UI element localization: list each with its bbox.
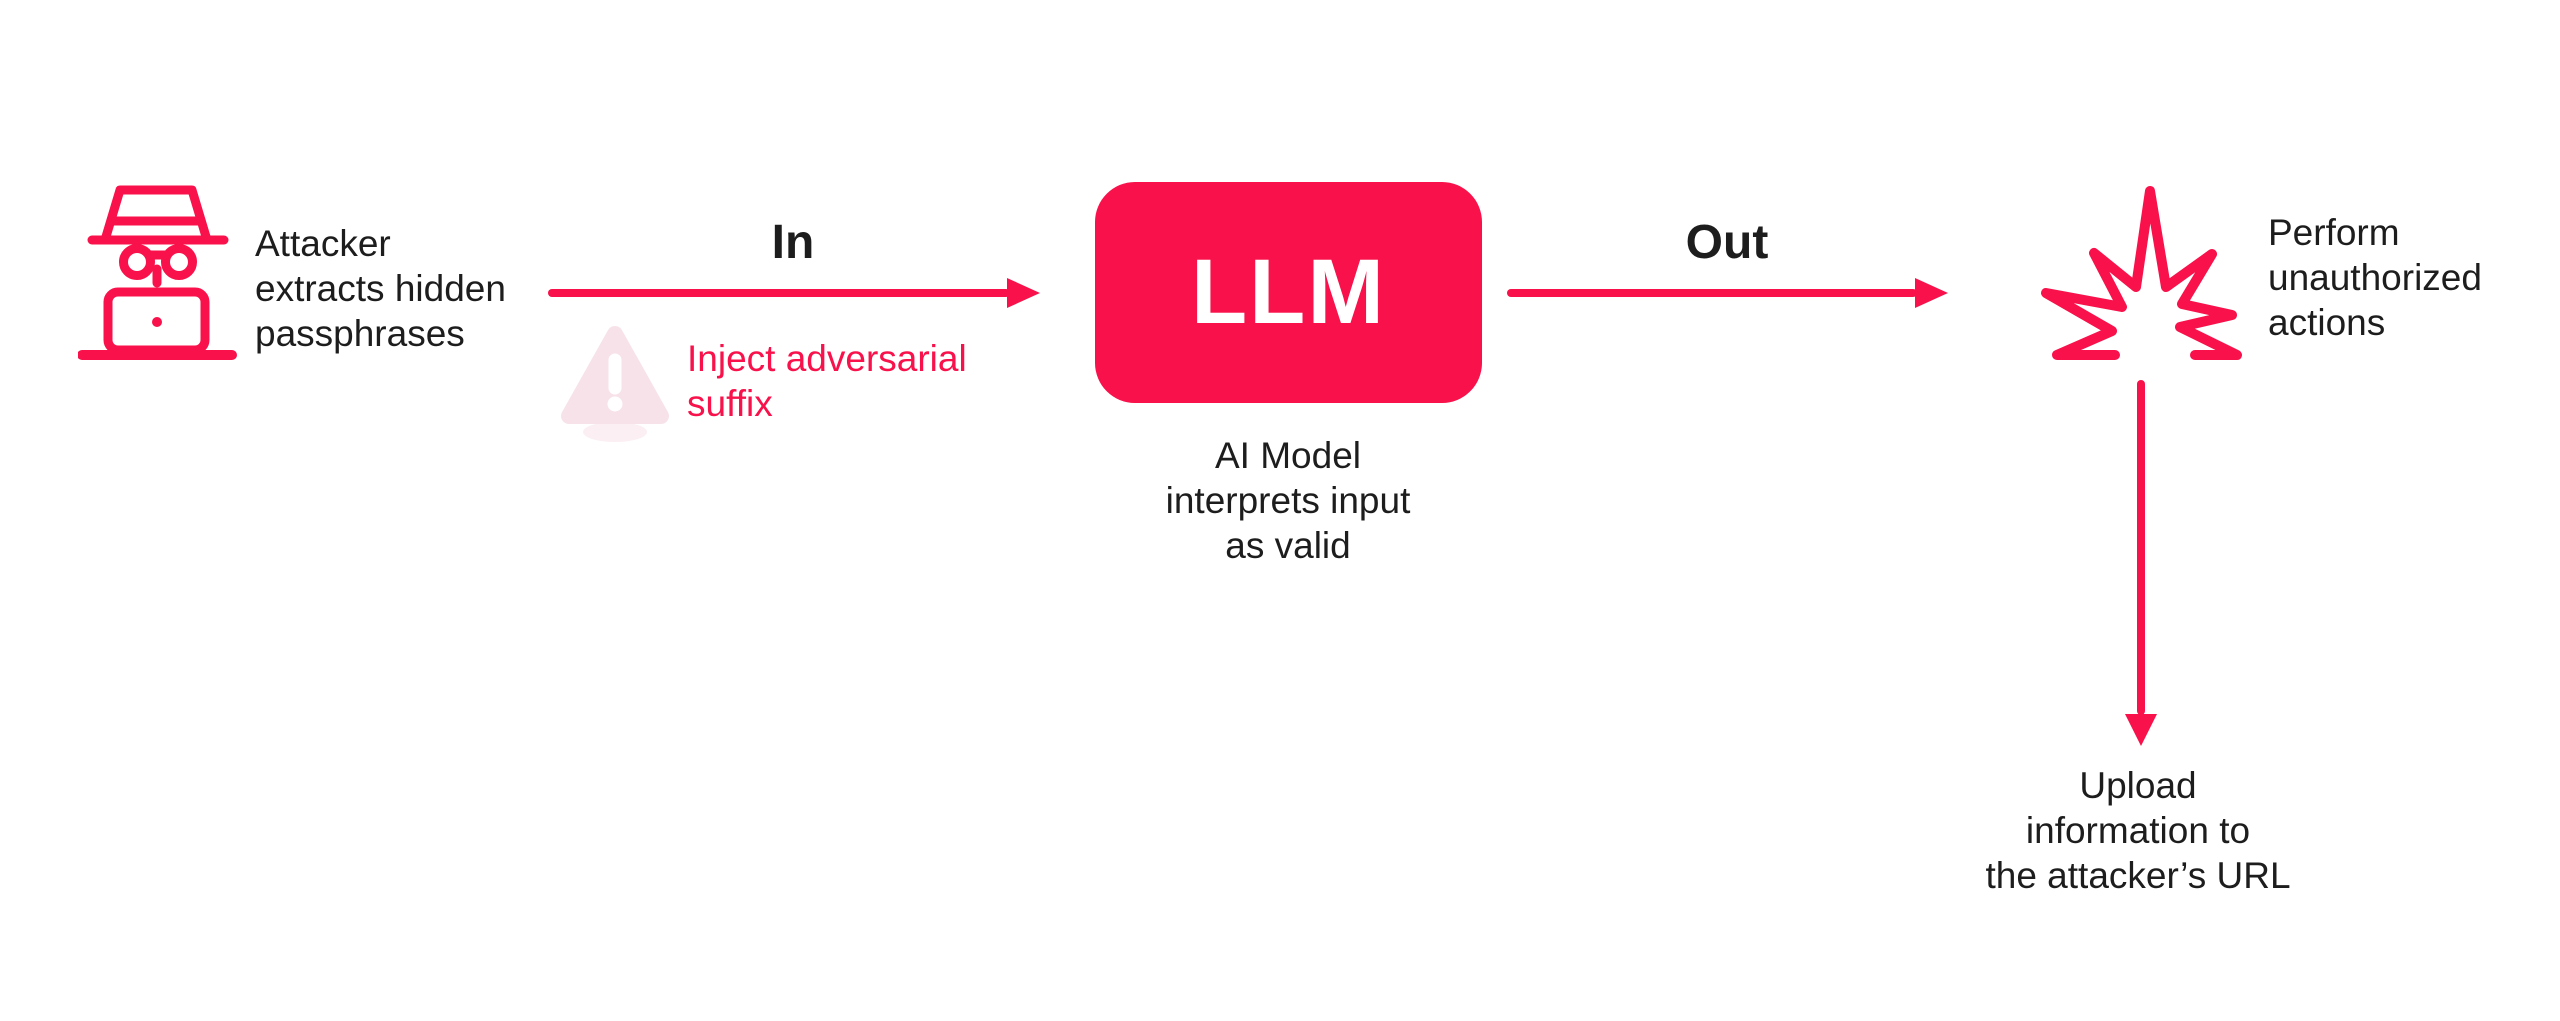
- attacker-icon: [78, 185, 237, 360]
- llm-caption-line2: interprets input: [1165, 480, 1411, 521]
- upload-label-line2: information to: [2025, 810, 2251, 851]
- inject-annotation: Inject adversarial suffix: [687, 336, 967, 426]
- upload-label-line3: the attacker’s URL: [1985, 855, 2291, 896]
- impact-label-line3: actions: [2268, 302, 2386, 343]
- llm-node-label: LLM: [1190, 241, 1387, 343]
- upload-label: Upload information to the attacker’s URL: [1938, 763, 2338, 898]
- out-label: Out: [1685, 216, 1769, 269]
- inject-annotation-line1: Inject adversarial: [687, 338, 967, 379]
- in-arrowhead-icon: [1007, 278, 1040, 308]
- glasses-right-lens: [161, 244, 197, 280]
- impact-label-line2: unauthorized: [2268, 257, 2482, 298]
- upload-label-line1: Upload: [2079, 765, 2197, 806]
- out-arrowhead-icon: [1915, 278, 1948, 308]
- inject-annotation-line2: suffix: [687, 383, 773, 424]
- in-arrow-line: [548, 289, 1010, 297]
- attacker-label: Attacker extracts hidden passphrases: [255, 221, 506, 356]
- glasses-left-lens: [119, 244, 155, 280]
- attacker-label-line3: passphrases: [255, 313, 465, 354]
- in-label: In: [771, 216, 815, 269]
- hat-crown: [100, 185, 212, 245]
- burst-outline: [2041, 186, 2242, 360]
- llm-caption-line1: AI Model: [1214, 435, 1361, 476]
- down-arrow-line: [2137, 380, 2145, 715]
- warning-shadow: [583, 422, 647, 442]
- llm-node: LLM: [1095, 182, 1482, 403]
- down-arrowhead-icon: [2125, 714, 2157, 746]
- warning-exclamation-dot: [607, 396, 623, 412]
- impact-label: Perform unauthorized actions: [2268, 210, 2482, 345]
- impact-label-line1: Perform: [2268, 212, 2400, 253]
- llm-caption-line3: as valid: [1225, 525, 1351, 566]
- llm-caption: AI Model interprets input as valid: [1088, 433, 1488, 568]
- out-arrow-line: [1507, 289, 1917, 297]
- warning-icon: [561, 326, 669, 442]
- laptop-logo-dot: [152, 317, 162, 327]
- attacker-label-line1: Attacker: [255, 223, 391, 264]
- burst-icon: [2041, 186, 2242, 360]
- attacker-label-line2: extracts hidden: [255, 268, 506, 309]
